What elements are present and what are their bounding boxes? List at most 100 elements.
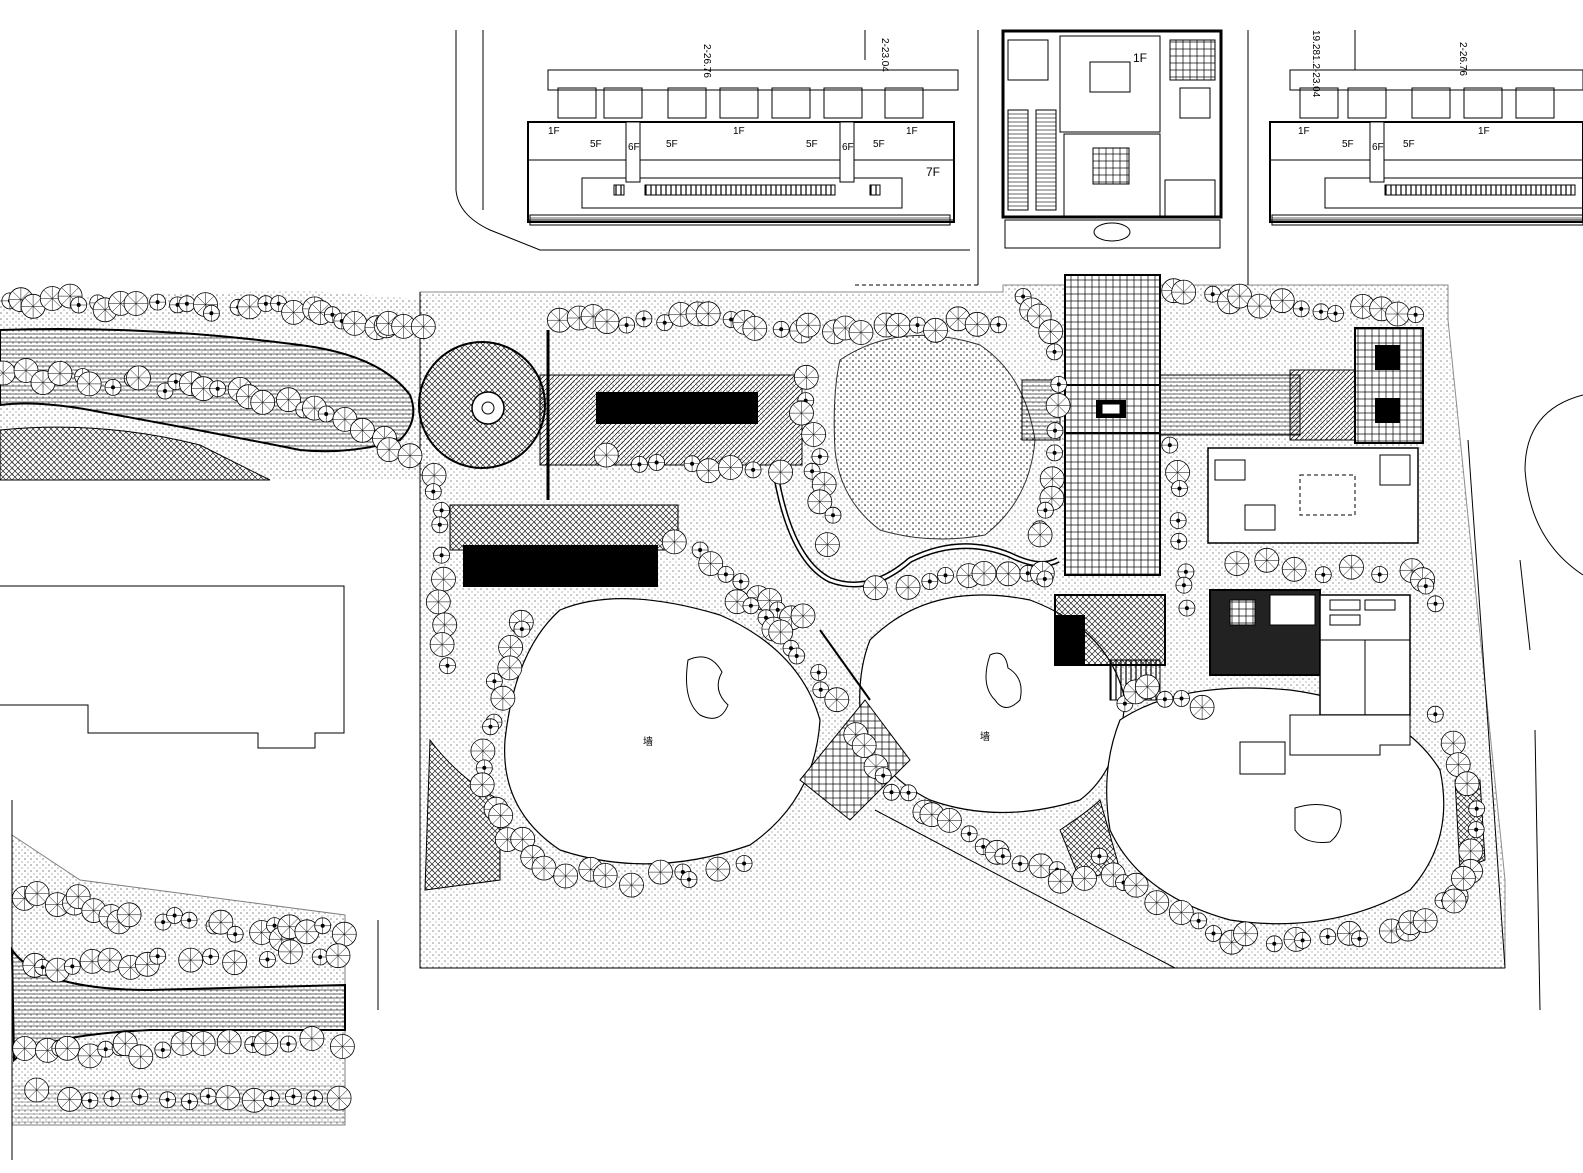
tree-icon (921, 573, 939, 590)
tree-icon (488, 803, 514, 829)
tree-icon (202, 948, 220, 966)
tree-icon (1451, 865, 1476, 891)
plot-code-a: 2-26.76 (701, 44, 712, 78)
label-5f-a: 5F (590, 139, 602, 150)
diagonal-paving (799, 699, 911, 821)
tree-icon (824, 687, 850, 713)
tree-icon (874, 767, 892, 785)
tree-icon (742, 315, 768, 341)
tree-icon (306, 1089, 324, 1107)
tree-icon (123, 291, 149, 316)
tree-icon (209, 380, 227, 398)
tree-icon (325, 943, 351, 969)
tree-icon (1011, 855, 1029, 873)
tree-icon (1468, 800, 1486, 818)
tree-icon (190, 1031, 216, 1056)
tree-icon (24, 1077, 50, 1103)
tree-icon (97, 1040, 115, 1058)
label-7f: 7F (926, 165, 940, 179)
tree-icon (433, 501, 451, 519)
tree-icon (630, 455, 648, 473)
tree-icon (1046, 343, 1063, 361)
tree-icon (317, 405, 335, 423)
tree-icon (181, 1093, 198, 1111)
top-building-center: 1F (855, 29, 1223, 286)
tree-icon (718, 455, 743, 480)
tree-icon (1171, 279, 1197, 305)
lawn-west (504, 598, 821, 865)
tree-icon (635, 310, 653, 328)
label-5f-d: 5F (873, 139, 885, 150)
label-5f-c: 5F (806, 139, 818, 150)
tree-icon (262, 1090, 280, 1107)
tree-icon (960, 825, 978, 843)
tree-icon (349, 417, 375, 443)
tree-icon (1090, 847, 1108, 865)
tree-icon (618, 316, 636, 334)
tree-icon (433, 546, 451, 564)
tree-icon (824, 506, 842, 524)
tree-icon (469, 772, 495, 798)
top-building-right: 1F 1F 5F 5F 6F 19.281.2-23.04 2-26.76 (1247, 30, 1583, 285)
tree-icon (742, 597, 760, 615)
central-lawn (833, 334, 1036, 540)
tree-icon (397, 443, 423, 469)
tree-icon (1441, 888, 1467, 914)
tree-icon (128, 1044, 154, 1070)
tree-icon (772, 320, 790, 338)
tree-icon (964, 311, 990, 337)
tree-icon (47, 360, 73, 386)
tree-icon (215, 1085, 241, 1110)
tree-icon (216, 1029, 242, 1055)
tree-icon (1454, 771, 1480, 797)
label-5f-r-a: 5F (1342, 139, 1354, 150)
tree-icon (937, 808, 962, 833)
tree-icon (54, 1035, 80, 1061)
tree-icon (1027, 522, 1053, 548)
tree-icon (1417, 577, 1435, 595)
tree-icon (1156, 690, 1174, 708)
tree-icon (1269, 288, 1295, 314)
tree-icon (1247, 293, 1272, 319)
tree-icon (131, 1088, 149, 1106)
tree-icon (795, 312, 821, 338)
tree-icon (1440, 730, 1466, 756)
label-6f-a: 6F (628, 142, 640, 153)
tree-icon (439, 657, 456, 675)
tree-icon (342, 310, 368, 336)
tree-icon (250, 389, 276, 415)
plot-code-c: 19.281.2-23.04 (1310, 30, 1321, 98)
tree-icon (909, 316, 926, 334)
tree-icon (63, 957, 81, 975)
tree-icon (531, 855, 557, 881)
tree-icon (696, 458, 722, 484)
tree-icon (1123, 872, 1149, 898)
tree-icon (259, 951, 276, 968)
pool-west (463, 545, 658, 587)
tree-icon (314, 917, 332, 935)
label-1f-b: 1F (733, 126, 745, 137)
tree-icon (923, 317, 948, 343)
tree-icon (661, 529, 687, 555)
tree-icon (1339, 554, 1364, 580)
tree-icon (1407, 306, 1425, 324)
tree-icon (648, 454, 666, 471)
tree-icon (429, 632, 455, 657)
tree-icon (594, 309, 620, 335)
tree-icon (863, 575, 888, 601)
tree-icon (1294, 931, 1312, 949)
tree-icon (619, 872, 644, 898)
tree-icon (1190, 912, 1208, 930)
tree-icon (788, 647, 806, 665)
tree-icon (226, 925, 244, 943)
tree-icon (1292, 300, 1310, 318)
tree-icon (116, 902, 142, 928)
tree-icon (424, 483, 442, 501)
tree-icon (431, 566, 456, 592)
tree-icon (12, 1036, 38, 1061)
tree-icon (1134, 674, 1160, 700)
tree-icon (900, 784, 917, 802)
tree-icon (237, 294, 263, 320)
tree-icon (1427, 595, 1444, 613)
tree-icon (1224, 551, 1250, 576)
